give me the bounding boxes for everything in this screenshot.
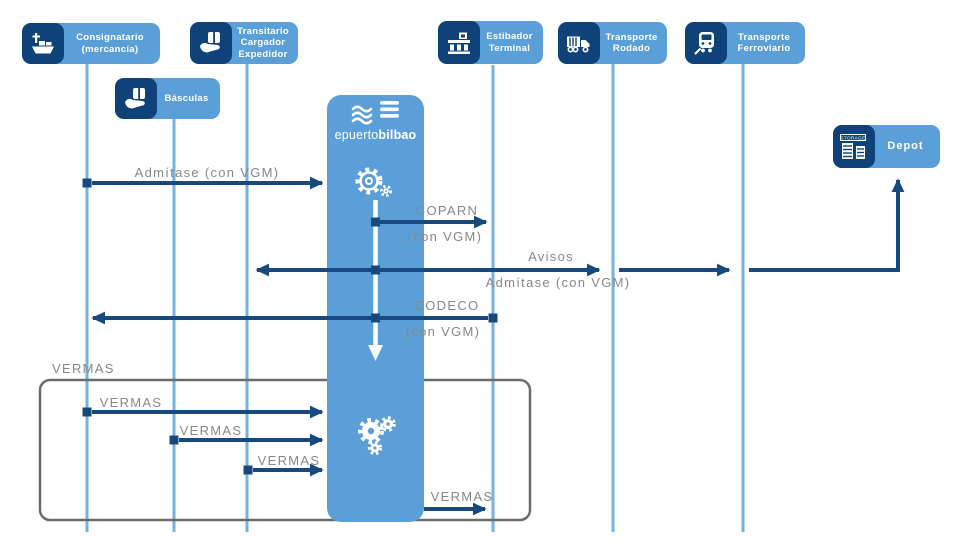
hub-logo: epuertobilbao	[327, 99, 424, 142]
message-label-coparn: COPARN	[415, 203, 479, 218]
actor-label: Consignatario (mercancía)	[76, 32, 144, 55]
message-sublabel-avisos: Admítase (con VGM)	[485, 275, 631, 290]
message-label-admitase: Admítase (con VGM)	[134, 165, 280, 180]
hand-package-icon	[115, 78, 157, 119]
logo-prefix: epuerto	[334, 128, 379, 142]
vermas-group-box	[38, 378, 532, 522]
message-label-vermas-4: VERMAS	[430, 489, 494, 504]
actor-consignatario: Consignatario (mercancía)	[22, 23, 160, 64]
actor-label: Transporte Ferroviario	[737, 31, 791, 54]
message-sublabel-coparn: (con VGM)	[407, 229, 483, 244]
gears-trio-icon	[351, 410, 403, 467]
container-truck-icon	[558, 22, 600, 64]
actor-rodado: Transporte Rodado	[558, 22, 667, 64]
train-icon	[685, 22, 727, 64]
message-label-codeco: CODECO	[414, 298, 480, 313]
arrow-source-markers	[82, 178, 498, 475]
actor-label: Transporte Rodado	[605, 31, 658, 54]
ship-icon	[22, 23, 64, 64]
lifelines	[85, 64, 745, 532]
terminal-building-icon	[438, 21, 480, 64]
actor-ferroviario: Transporte Ferroviario	[685, 22, 805, 64]
actor-estibador: Estibador Terminal	[438, 21, 543, 64]
actor-label: Básculas	[164, 92, 209, 104]
message-label-vermas-1: VERMAS	[99, 395, 163, 410]
storage-icon: STORAGE	[833, 125, 875, 168]
actor-label: Depot	[887, 140, 924, 153]
vermas-group-label: VERMAS	[52, 361, 115, 376]
message-sublabel-codeco: (con VGM)	[405, 324, 481, 339]
message-label-vermas-2: VERMAS	[179, 423, 243, 438]
actor-label: Estibador Terminal	[486, 31, 533, 54]
message-label-avisos: Avisos	[528, 249, 574, 264]
message-label-vermas-3: VERMAS	[257, 453, 321, 468]
waves-bars-logo-icon	[351, 101, 399, 125]
actor-basculas: Básculas	[115, 78, 220, 119]
logo-suffix: bilbao	[378, 128, 417, 142]
storage-banner-text: STORAGE	[840, 135, 865, 140]
message-arrows	[91, 176, 905, 516]
actor-label: Transitario Cargador Expedidor	[237, 26, 289, 60]
actor-depot: STORAGE Depot	[833, 125, 940, 168]
gear-outline-icon	[352, 164, 394, 207]
hub-logo-text: epuertobilbao	[327, 128, 424, 142]
arrow-avisos-depot	[749, 178, 905, 272]
hand-package-icon	[190, 22, 232, 64]
actor-transitario: Transitario Cargador Expedidor	[190, 22, 298, 64]
